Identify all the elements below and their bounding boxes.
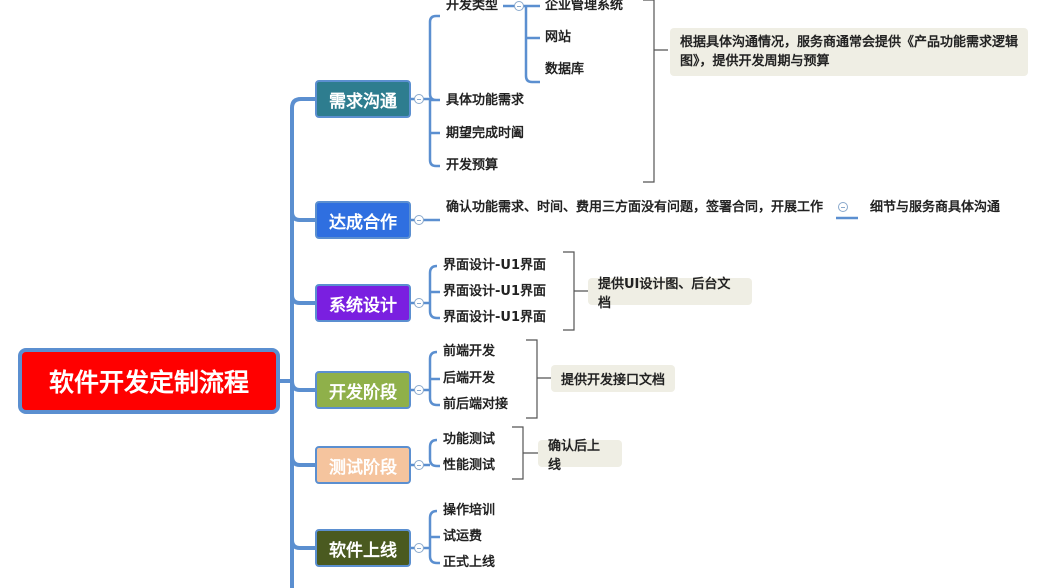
requirements-note[interactable]: 根据具体沟通情况，服务商通常会提供《产品功能需求逻辑 图》，提供开发周期与预算 (670, 28, 1028, 76)
collapse-icon[interactable] (414, 215, 424, 225)
collapse-icon[interactable] (414, 543, 424, 553)
stage-launch[interactable]: 软件上线 (315, 529, 411, 567)
dev-type-node[interactable]: 开发类型 (446, 0, 499, 13)
branch-line-6 (290, 539, 315, 550)
stage-development[interactable]: 开发阶段 (315, 371, 411, 409)
branch-line-3 (290, 294, 315, 305)
launch-item[interactable]: 正式上线 (443, 555, 496, 570)
note-line: 图》，提供开发周期与预算 (680, 54, 830, 69)
testing-item[interactable]: 性能测试 (443, 458, 496, 473)
cooperation-note[interactable]: 细节与服务商具体沟通 (870, 200, 1001, 215)
launch-item[interactable]: 操作培训 (443, 503, 496, 518)
testing-note[interactable]: 确认后上线 (538, 439, 622, 473)
design-bracket (563, 251, 588, 331)
req-bracket (643, 0, 668, 183)
devtype-children-line (503, 4, 540, 84)
collapse-icon[interactable] (514, 1, 524, 11)
collapse-icon[interactable] (414, 298, 424, 308)
development-item[interactable]: 前端开发 (443, 344, 496, 359)
dev-bracket (526, 339, 551, 419)
requirement-item[interactable]: 开发预算 (446, 158, 499, 173)
design-children-line (411, 264, 440, 320)
stage-cooperation[interactable]: 达成合作 (315, 201, 411, 239)
collapse-icon[interactable] (414, 94, 424, 104)
dev-children-line (411, 350, 440, 407)
stage-design[interactable]: 系统设计 (315, 284, 411, 322)
requirement-item[interactable]: 期望完成时阖 (446, 126, 525, 141)
cooperation-item[interactable]: 确认功能需求、时间、费用三方面没有问题，签署合同，开展工作 (446, 200, 824, 215)
design-item[interactable]: 界面设计-U1界面 (443, 258, 546, 273)
stage-testing[interactable]: 测试阶段 (315, 446, 411, 484)
root-node[interactable]: 软件开发定制流程 (18, 348, 280, 414)
collapse-icon[interactable] (414, 385, 424, 395)
design-note[interactable]: 提供UI设计图、后台文档 (588, 277, 752, 311)
test-bracket (512, 426, 538, 480)
dev-type-option[interactable]: 数据库 (545, 62, 585, 77)
testing-item[interactable]: 功能测试 (443, 432, 496, 447)
dev-type-option[interactable]: 网站 (545, 30, 572, 45)
design-item[interactable]: 界面设计-U1界面 (443, 284, 546, 299)
collapse-icon[interactable] (838, 202, 848, 212)
development-item[interactable]: 前后端对接 (443, 397, 509, 412)
trunk-line (290, 97, 315, 588)
note-line: 根据具体沟通情况，服务商通常会提供《产品功能需求逻辑 (680, 35, 1019, 50)
requirement-item[interactable]: 具体功能需求 (446, 93, 525, 108)
branch-line-5 (290, 455, 315, 467)
development-item[interactable]: 后端开发 (443, 371, 496, 386)
design-item[interactable]: 界面设计-U1界面 (443, 310, 546, 325)
collapse-icon[interactable] (414, 460, 424, 470)
stage-requirements[interactable]: 需求沟通 (315, 80, 411, 118)
development-note[interactable]: 提供开发接口文档 (551, 365, 675, 392)
req-children-line (411, 14, 440, 168)
dev-type-option[interactable]: 企业管理系统 (545, 0, 624, 13)
launch-children-line (411, 509, 440, 565)
branch-line-2 (290, 211, 315, 222)
launch-item[interactable]: 试运费 (443, 529, 483, 544)
branch-line-4 (290, 380, 315, 392)
